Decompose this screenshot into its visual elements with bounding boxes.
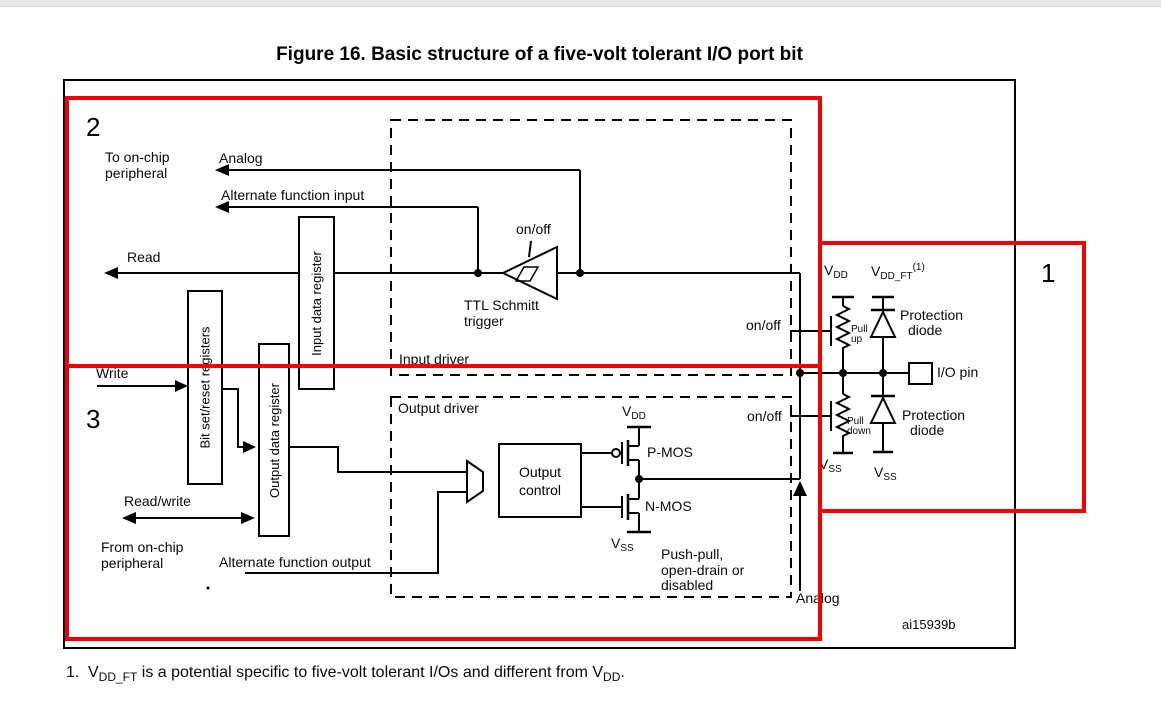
protection-diode-bottom-label: Protection diode (902, 407, 966, 438)
input-data-register-box: Input data register (298, 216, 335, 390)
schmitt-onoff-label: on/off (516, 221, 551, 237)
write-label: Write (96, 365, 129, 381)
analog-output-label: Analog (796, 590, 840, 606)
vdd-rail-label: VDD (824, 262, 848, 281)
pull-up-label: Pull up (851, 324, 868, 345)
vddft-rail-label: VDD_FT(1) (871, 262, 925, 282)
figure-title: Figure 16. Basic structure of a five-vol… (276, 44, 803, 65)
pmos-label: P-MOS (647, 444, 693, 460)
output-control-label-2: control (518, 481, 562, 498)
region-number-3: 3 (86, 404, 101, 434)
alt-function-output-label: Alternate function output (219, 554, 371, 570)
io-pin-square (908, 362, 933, 385)
window-top-bar (0, 0, 1161, 7)
annotation-region-3-rect (65, 364, 822, 641)
figure-frame (63, 79, 1016, 649)
pullup-onoff-label: on/off (746, 317, 781, 333)
pushpull-mode-label: Push-pull, open-drain or disabled (661, 546, 745, 593)
from-onchip-peripheral-label: From on-chip peripheral (101, 539, 184, 571)
vss-output-label: VSS (611, 535, 634, 554)
output-control-box: Output control (498, 443, 582, 518)
analog-input-label: Analog (219, 150, 263, 166)
vss-pulldown-label: VSS (819, 456, 842, 475)
read-label: Read (127, 249, 161, 265)
read-write-label: Read/write (124, 493, 191, 509)
region-number-2: 2 (86, 112, 101, 142)
to-onchip-peripheral-label: To on-chip peripheral (105, 149, 170, 181)
io-pin-label: I/O pin (937, 364, 979, 380)
output-driver-label: Output driver (398, 400, 479, 416)
input-driver-label: Input driver (399, 351, 470, 367)
annotation-region-1-rect (818, 241, 1086, 513)
footnote: 1.VDD_FT is a potential specific to five… (66, 664, 625, 684)
protection-diode-top-label: Protection diode (900, 307, 964, 338)
vdd-output-label: VDD (622, 403, 646, 422)
pulldown-onoff-label: on/off (747, 408, 782, 424)
nmos-label: N-MOS (645, 498, 692, 514)
vss-diode-label: VSS (874, 464, 897, 483)
region-number-1: 1 (1041, 258, 1056, 288)
output-data-register-box: Output data register (258, 343, 290, 537)
bit-set-reset-register-box: Bit set/reset registers (187, 290, 223, 485)
pull-down-label: Pull down (847, 416, 871, 437)
ttl-schmitt-trigger-label: TTL Schmitt trigger (464, 297, 539, 329)
footnote-number: 1. (66, 664, 80, 681)
figure-id-label: ai15939b (902, 617, 956, 632)
annotation-region-2-rect (65, 96, 822, 368)
output-control-label-1: Output (518, 463, 562, 480)
alt-function-input-label: Alternate function input (221, 187, 365, 203)
